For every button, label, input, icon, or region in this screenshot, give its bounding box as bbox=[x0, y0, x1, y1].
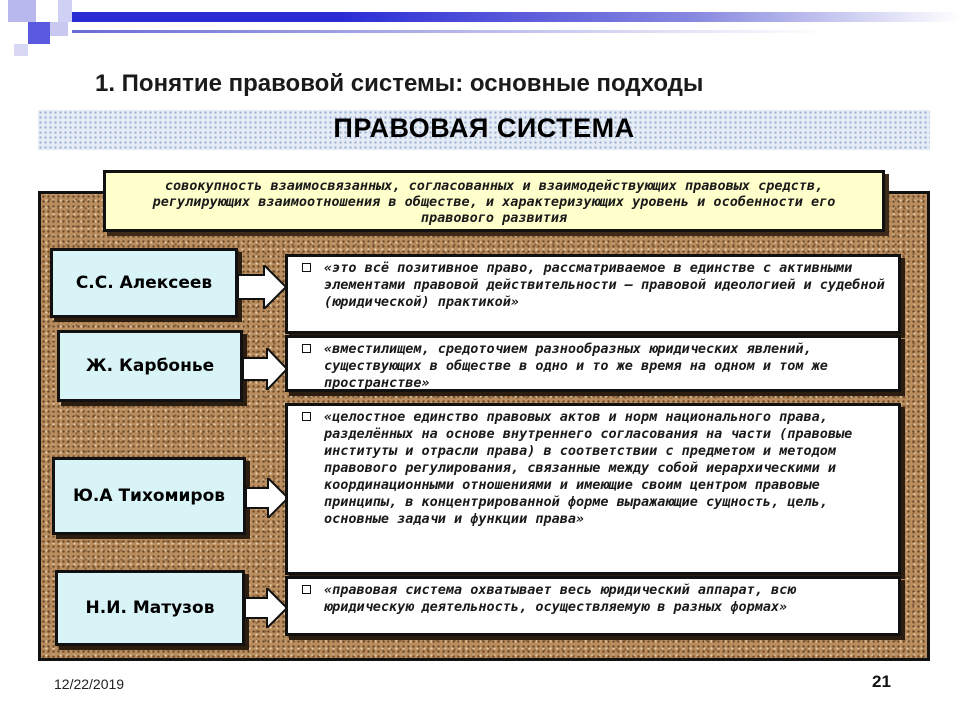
author-box-alekseev: С.С. Алексеев bbox=[50, 248, 238, 318]
hollow-square-bullet-icon bbox=[302, 344, 311, 353]
right-arrow-icon bbox=[243, 348, 289, 390]
header-line bbox=[72, 30, 960, 33]
quote-box-tikhomirov: «целостное единство правовых актов и нор… bbox=[285, 403, 901, 575]
quote-text: «правовая система охватывает весь юридич… bbox=[324, 582, 796, 615]
hollow-square-bullet-icon bbox=[302, 585, 311, 594]
quote-text: «это всё позитивное право, рассматриваем… bbox=[324, 260, 885, 310]
definition-box: совокупность взаимосвязанных, согласован… bbox=[103, 170, 885, 232]
quote-box-carbonnier: «вместилищем, средоточием разнообразных … bbox=[285, 335, 901, 392]
author-box-tikhomirov: Ю.А Тихомиров bbox=[52, 457, 246, 535]
page-number: 21 bbox=[872, 672, 891, 691]
title-banner: ПРАВОВАЯ СИСТЕМА bbox=[38, 110, 930, 150]
quote-box-matuzov: «правовая система охватывает весь юридич… bbox=[285, 576, 901, 636]
author-box-matuzov: Н.И. Матузов bbox=[55, 570, 245, 646]
page-title: 1. Понятие правовой системы: основные по… bbox=[95, 70, 704, 97]
quote-box-alekseev: «это всё позитивное право, рассматриваем… bbox=[285, 254, 901, 334]
right-arrow-icon bbox=[238, 265, 288, 309]
author-name: Н.И. Матузов bbox=[85, 598, 215, 618]
author-name: С.С. Алексеев bbox=[75, 273, 213, 293]
header-bar bbox=[72, 12, 960, 22]
author-name: Ж. Карбонье bbox=[85, 356, 215, 376]
banner-title: ПРАВОВАЯ СИСТЕМА bbox=[333, 113, 635, 143]
quote-text: «целостное единство правовых актов и нор… bbox=[324, 409, 853, 527]
footer-date: 12/22/2019 bbox=[54, 676, 125, 692]
author-box-carbonnier: Ж. Карбонье bbox=[57, 330, 243, 402]
hollow-square-bullet-icon bbox=[302, 412, 311, 421]
hollow-square-bullet-icon bbox=[302, 263, 311, 272]
author-name: Ю.А Тихомиров bbox=[72, 486, 226, 506]
right-arrow-icon bbox=[245, 588, 289, 628]
quote-text: «вместилищем, средоточием разнообразных … bbox=[324, 341, 828, 391]
right-arrow-icon bbox=[246, 478, 290, 518]
